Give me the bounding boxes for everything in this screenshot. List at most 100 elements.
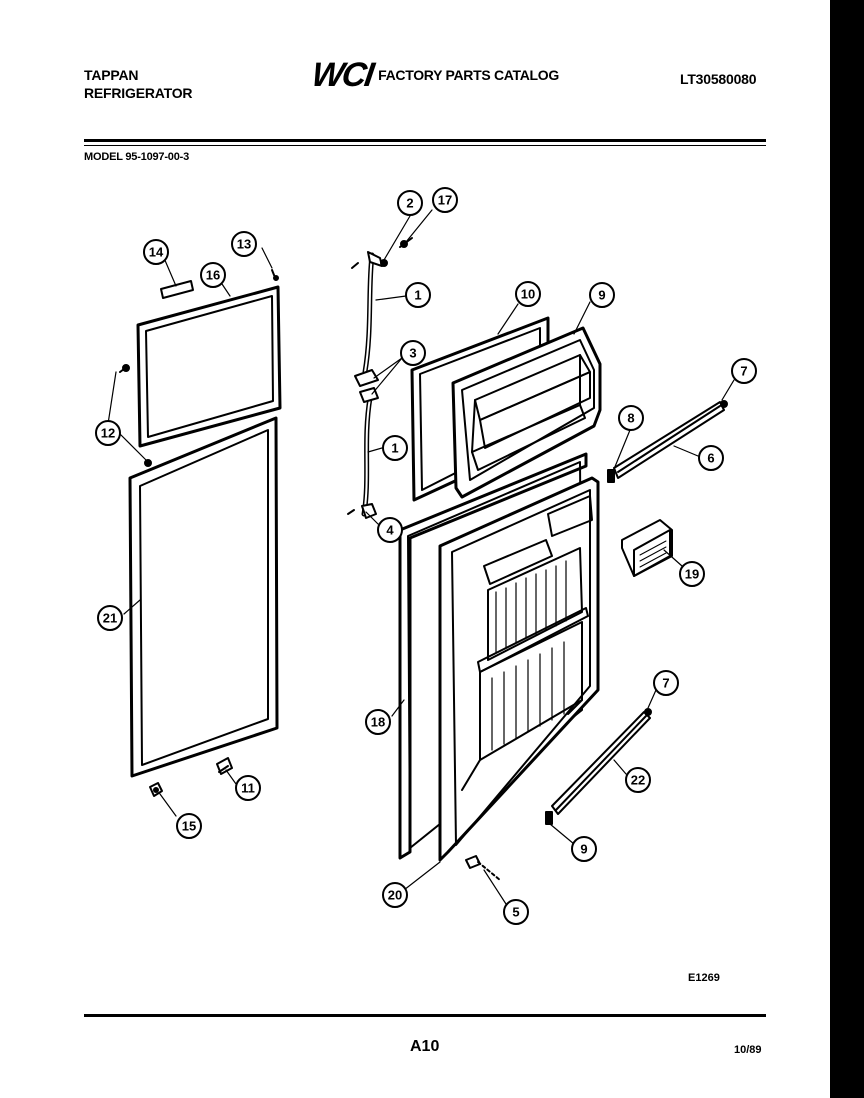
callout-13: 13 bbox=[231, 231, 257, 257]
dairy-door-part bbox=[621, 519, 673, 577]
callout-17-number: 17 bbox=[438, 193, 452, 208]
callout-6-number: 6 bbox=[707, 451, 714, 466]
callout-6: 6 bbox=[698, 445, 724, 471]
callout-2: 2 bbox=[397, 190, 423, 216]
callout-20-number: 20 bbox=[388, 888, 402, 903]
freezer-gasket-part bbox=[136, 285, 282, 448]
callout-12-bubble bbox=[95, 420, 121, 446]
callout-1a-bubble bbox=[405, 282, 431, 308]
brand-line-2: REFRIGERATOR bbox=[84, 85, 193, 101]
scan-edge-border bbox=[830, 0, 864, 1098]
callout-4-number: 4 bbox=[386, 523, 394, 538]
footer-rule bbox=[84, 1014, 766, 1017]
shelf-rail-upper-part bbox=[607, 400, 728, 483]
callout-11: 11 bbox=[235, 775, 261, 801]
callout-9b: 9 bbox=[571, 836, 597, 862]
callout-15: 15 bbox=[176, 813, 202, 839]
callout-12-number: 12 bbox=[101, 426, 115, 441]
callout-7a-number: 7 bbox=[740, 364, 747, 379]
callout-10-bubble bbox=[515, 281, 541, 307]
callout-4-bubble bbox=[377, 517, 403, 543]
callout-3-number: 3 bbox=[409, 346, 416, 361]
callout-22-number: 22 bbox=[631, 773, 645, 788]
callout-16: 16 bbox=[200, 262, 226, 288]
callout-22: 22 bbox=[625, 767, 651, 793]
page-id: A10 bbox=[410, 1038, 440, 1055]
callout-3-bubble bbox=[400, 340, 426, 366]
callout-6-bubble bbox=[698, 445, 724, 471]
callout-22-bubble bbox=[625, 767, 651, 793]
screws bbox=[119, 269, 279, 797]
callout-19: 19 bbox=[679, 561, 705, 587]
callout-9b-number: 9 bbox=[580, 842, 587, 857]
handle-trim-part bbox=[160, 280, 194, 299]
callout-9b-bubble bbox=[571, 836, 597, 862]
fresh-food-door-gasket-part bbox=[398, 452, 588, 860]
callout-1a: 1 bbox=[405, 282, 431, 308]
callout-12: 12 bbox=[95, 420, 121, 446]
callout-16-bubble bbox=[200, 262, 226, 288]
callout-7b-number: 7 bbox=[662, 676, 669, 691]
diagram-code: E1269 bbox=[688, 972, 720, 984]
callout-10: 10 bbox=[515, 281, 541, 307]
callout-21-bubble bbox=[97, 605, 123, 631]
header-rule-thin bbox=[84, 145, 766, 146]
callout-8-bubble bbox=[618, 405, 644, 431]
callout-7a-bubble bbox=[731, 358, 757, 384]
callout-16-number: 16 bbox=[206, 268, 220, 283]
callout-4: 4 bbox=[377, 517, 403, 543]
catalog-title: FACTORY PARTS CATALOG bbox=[378, 67, 559, 83]
callout-15-bubble bbox=[176, 813, 202, 839]
callout-18-bubble bbox=[365, 709, 391, 735]
callout-1a-number: 1 bbox=[414, 288, 421, 303]
callout-11-bubble bbox=[235, 775, 261, 801]
callout-5: 5 bbox=[503, 899, 529, 925]
catalog-header: WCI FACTORY PARTS CATALOG bbox=[309, 56, 559, 94]
callout-10-number: 10 bbox=[521, 287, 535, 302]
callout-9a-number: 9 bbox=[598, 288, 605, 303]
callout-1b-bubble bbox=[382, 435, 408, 461]
brand-line-1: TAPPAN bbox=[84, 67, 139, 83]
callout-14: 14 bbox=[143, 239, 169, 265]
callout-2-number: 2 bbox=[406, 196, 413, 211]
callout-17: 17 bbox=[432, 187, 458, 213]
callout-18-number: 18 bbox=[371, 715, 385, 730]
freezer-inner-liner-part bbox=[451, 326, 602, 499]
fresh-food-gasket-part bbox=[128, 416, 279, 778]
callout-20: 20 bbox=[382, 882, 408, 908]
callout-21: 21 bbox=[97, 605, 123, 631]
callout-21-number: 21 bbox=[103, 611, 117, 626]
callout-9a-bubble bbox=[589, 282, 615, 308]
callout-5-number: 5 bbox=[512, 905, 519, 920]
hinge-bracket-part bbox=[216, 757, 233, 775]
leader-lines bbox=[107, 209, 735, 905]
callout-17-bubble bbox=[432, 187, 458, 213]
callout-1b: 1 bbox=[382, 435, 408, 461]
callout-3: 3 bbox=[400, 340, 426, 366]
callout-15-number: 15 bbox=[182, 819, 196, 834]
callout-13-number: 13 bbox=[237, 237, 251, 252]
callout-14-number: 14 bbox=[149, 245, 164, 260]
hinge-pin-part bbox=[465, 855, 501, 881]
callout-19-number: 19 bbox=[685, 567, 699, 582]
callout-19-bubble bbox=[679, 561, 705, 587]
header-rule-thick bbox=[84, 139, 766, 142]
callout-1b-number: 1 bbox=[391, 441, 398, 456]
callout-7a: 7 bbox=[731, 358, 757, 384]
catalog-number: LT30580080 bbox=[680, 71, 757, 87]
callout-8-number: 8 bbox=[627, 411, 634, 426]
callout-14-bubble bbox=[143, 239, 169, 265]
callout-8: 8 bbox=[618, 405, 644, 431]
callout-2-bubble bbox=[397, 190, 423, 216]
brand-block: TAPPAN REFRIGERATOR bbox=[84, 66, 193, 102]
door-handles-part bbox=[347, 237, 413, 519]
callout-18: 18 bbox=[365, 709, 391, 735]
callout-20-bubble bbox=[382, 882, 408, 908]
date-code: 10/89 bbox=[734, 1044, 762, 1056]
shelf-rail-lower-part bbox=[545, 708, 652, 825]
callout-5-bubble bbox=[503, 899, 529, 925]
callout-7b: 7 bbox=[653, 670, 679, 696]
callout-13-bubble bbox=[231, 231, 257, 257]
